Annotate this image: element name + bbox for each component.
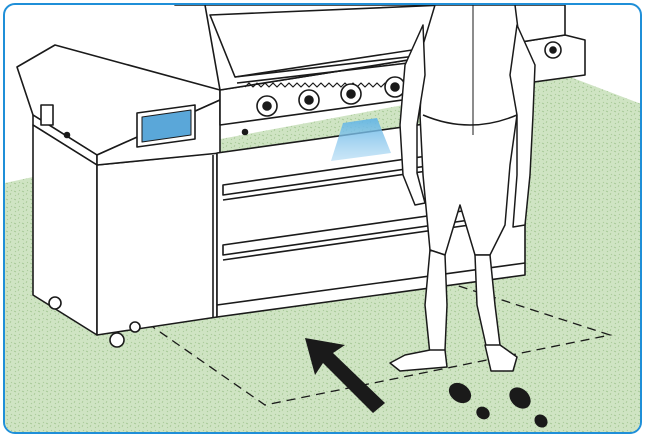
- grill-cabinet: [17, 45, 220, 347]
- grill-illustration: [5, 5, 642, 434]
- illustration-frame: [3, 3, 642, 434]
